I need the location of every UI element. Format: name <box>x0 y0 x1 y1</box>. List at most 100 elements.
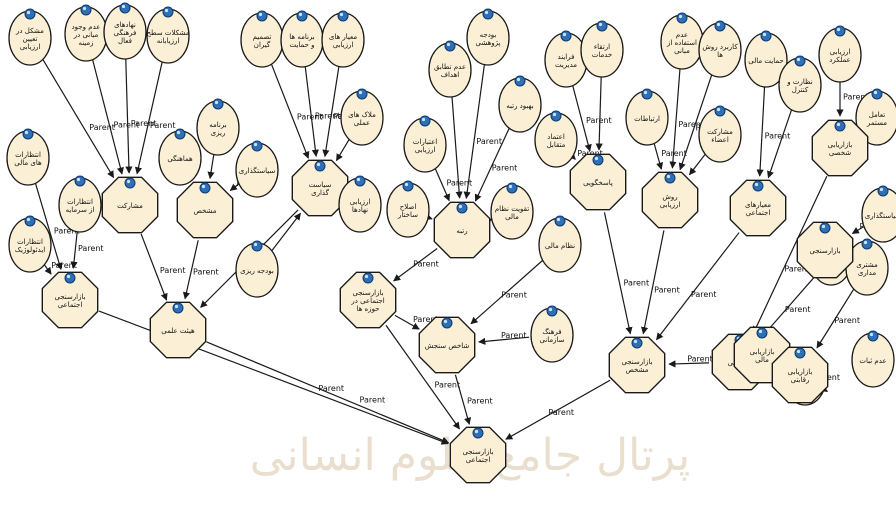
node-r48[interactable]: سیاستگذاری <box>861 185 896 243</box>
node-r15[interactable]: هیئت علمی <box>149 301 207 359</box>
edge-label: Parent <box>160 266 186 275</box>
node-icon-highlight <box>796 57 801 62</box>
node-r7[interactable]: هماهنگی <box>158 128 202 186</box>
node-r29[interactable]: نظام مالی <box>538 215 582 273</box>
node-r56[interactable]: عدم ثبات <box>851 330 895 388</box>
node-r37[interactable]: ارتباطات <box>625 88 669 146</box>
node-icon <box>550 110 562 122</box>
node-icon <box>24 215 36 227</box>
node-icon-highlight <box>404 182 409 187</box>
edge-label: Parent <box>624 279 650 288</box>
edge-r3-r6 <box>125 54 133 174</box>
node-label: مشخص <box>193 207 216 215</box>
node-icon <box>596 20 608 32</box>
edge-r19-r18 <box>335 137 351 162</box>
node-icon-highlight <box>836 122 841 127</box>
node-icon <box>441 317 453 329</box>
node-r27[interactable]: بهبود رتبه <box>498 75 542 133</box>
node-icon-highlight <box>214 100 219 105</box>
node-r9[interactable]: سیاستگذاری <box>235 140 279 198</box>
node-icon <box>419 115 431 127</box>
node-r8[interactable]: مشخص <box>176 181 234 239</box>
edge-r13-r14 <box>43 263 52 275</box>
node-r36[interactable]: پاسخگویی <box>569 153 627 211</box>
node-r26[interactable]: رتبه <box>433 201 491 259</box>
node-icon <box>356 88 368 100</box>
node-icon <box>314 160 326 172</box>
node-icon-highlight <box>356 177 361 182</box>
edge-r47-r58 <box>505 379 611 440</box>
node-icon <box>256 10 268 22</box>
node-icon-highlight <box>873 90 878 95</box>
edge-label: Parent <box>114 120 140 129</box>
node-icon-highlight <box>458 204 463 209</box>
node-r6[interactable]: مشارکت <box>101 176 159 234</box>
node-r31[interactable]: شاخص سنجش <box>418 316 476 374</box>
node-r21[interactable]: بودجه ریزی <box>235 240 279 298</box>
node-icon <box>402 180 414 192</box>
edge-r4-r6 <box>134 58 164 175</box>
node-r42[interactable]: حمایت مالی <box>744 30 788 88</box>
node-icon-highlight <box>869 332 874 337</box>
edge-r33-r36 <box>571 82 592 152</box>
node-icon-highlight <box>66 274 71 279</box>
edge-label: Parent <box>150 121 176 130</box>
node-icon <box>162 6 174 18</box>
edge-r17-r18 <box>322 62 341 158</box>
node-icon <box>554 215 566 227</box>
edge-label: Parent <box>492 163 518 172</box>
node-icon <box>641 88 653 100</box>
edge-label: Parent <box>78 244 104 253</box>
node-r57[interactable]: بازارسنجی <box>796 221 854 279</box>
edge-label: Parent <box>691 290 717 299</box>
edge-r32-r31 <box>478 336 530 345</box>
edge-r30-r58 <box>385 324 460 430</box>
node-icon-highlight <box>836 27 841 32</box>
node-icon <box>714 105 726 117</box>
